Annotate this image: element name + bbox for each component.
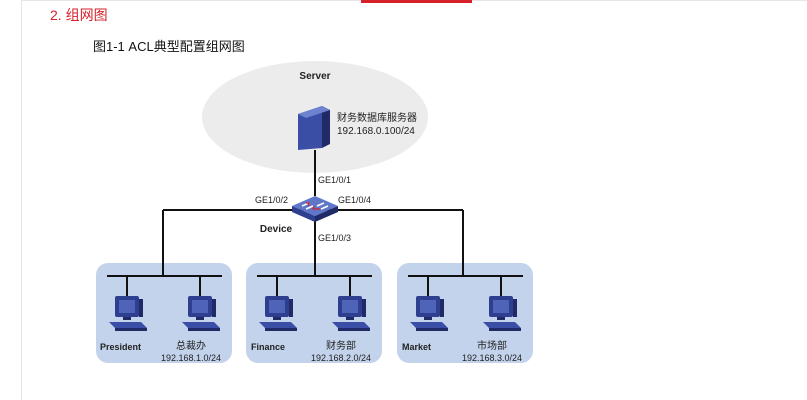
group-name-finance: 财务部 xyxy=(326,339,356,352)
group-label-president: President xyxy=(100,342,141,352)
active-tab-indicator xyxy=(361,0,472,3)
port-to-market: GE1/0/4 xyxy=(338,195,371,205)
group-zone-president xyxy=(96,263,232,363)
group-subnet-market: 192.168.3.0/24 xyxy=(462,353,522,363)
group-zone-market xyxy=(397,263,533,363)
group-subnet-finance: 192.168.2.0/24 xyxy=(311,353,371,363)
group-zone-finance xyxy=(246,263,382,363)
port-to-finance: GE1/0/3 xyxy=(318,233,351,243)
figure-caption: 图1-1 ACL典型配置组网图 xyxy=(93,39,245,54)
server-zone-label: Server xyxy=(299,71,330,82)
left-rule xyxy=(21,0,22,400)
server-name: 财务数据库服务器 xyxy=(337,111,417,124)
group-label-market: Market xyxy=(402,342,431,352)
server-icon xyxy=(298,106,330,150)
device-label: Device xyxy=(260,224,293,235)
group-name-president: 总裁办 xyxy=(176,339,206,352)
group-label-finance: Finance xyxy=(251,342,285,352)
port-to-server: GE1/0/1 xyxy=(318,175,351,185)
section-heading: 2. 组网图 xyxy=(50,7,108,23)
server-ip: 192.168.0.100/24 xyxy=(337,126,415,137)
group-subnet-president: 192.168.1.0/24 xyxy=(161,353,221,363)
port-to-president: GE1/0/2 xyxy=(255,195,288,205)
group-name-market: 市场部 xyxy=(477,339,507,352)
switch-icon xyxy=(292,196,338,222)
